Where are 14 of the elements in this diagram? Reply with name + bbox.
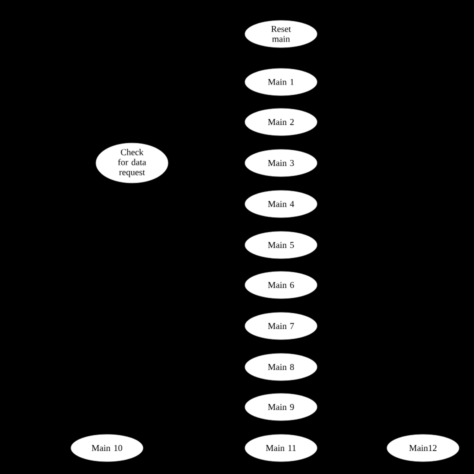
oval-node: Main 3 — [244, 149, 318, 177]
oval-node: Main 1 — [244, 68, 318, 96]
oval-node: Main 2 — [244, 108, 318, 136]
oval-node: Main 6 — [244, 271, 318, 299]
oval-node: Reset main — [244, 20, 318, 48]
oval-node: Main12 — [386, 434, 460, 462]
oval-node: Main 9 — [244, 393, 318, 421]
oval-node: Main 7 — [244, 312, 318, 340]
oval-node: Main 10 — [70, 434, 144, 462]
oval-node: Main 8 — [244, 353, 318, 381]
oval-node: Main 5 — [244, 231, 318, 259]
oval-node: Main 4 — [244, 190, 318, 218]
oval-node: Main 11 — [244, 434, 318, 462]
oval-node: Check for data request — [96, 142, 168, 184]
